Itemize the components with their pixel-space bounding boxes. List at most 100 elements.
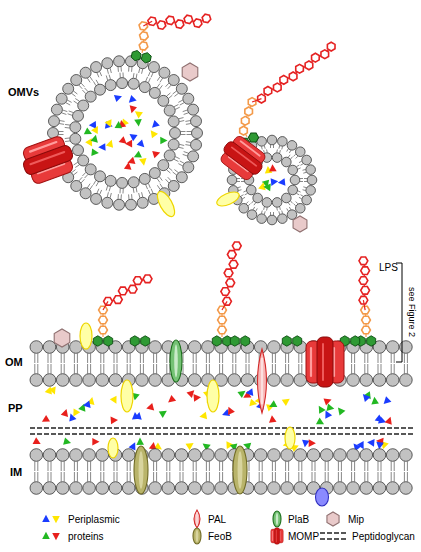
lipid-head xyxy=(334,482,347,495)
lipid-tail xyxy=(275,353,276,363)
periplasmic-protein xyxy=(159,408,169,418)
lipid-tail xyxy=(127,472,128,482)
lipid-tail xyxy=(341,461,342,471)
peptidoglycan-strand xyxy=(30,427,414,428)
lipid-tail xyxy=(184,152,189,154)
periplasmic-protein xyxy=(90,134,99,143)
lipid-head xyxy=(386,449,399,462)
lipid-tail xyxy=(298,168,301,169)
lipid-tail xyxy=(109,187,110,192)
periplasmic-protein xyxy=(49,386,59,396)
periplasmic-protein xyxy=(40,415,50,425)
lipid-head xyxy=(360,374,373,387)
lipid-a xyxy=(141,336,150,346)
lipid-tail xyxy=(304,181,307,182)
lipid-tail xyxy=(183,364,184,374)
lipid-tail xyxy=(296,156,298,158)
pal-highlight xyxy=(196,513,198,526)
feob-protein xyxy=(233,446,247,494)
lps-molecule xyxy=(130,336,149,346)
mip-protein xyxy=(54,329,70,347)
periplasmic-protein xyxy=(63,437,72,446)
lipid-tail xyxy=(59,134,64,135)
lipid-tail xyxy=(300,195,303,197)
lipid-head xyxy=(85,164,96,175)
plab-highlight xyxy=(174,345,178,378)
lipid-tail xyxy=(61,364,62,374)
periplasmic-protein xyxy=(91,124,101,134)
lipid-tail xyxy=(157,178,160,182)
mip-protein xyxy=(182,63,198,81)
lipid-tail xyxy=(276,149,278,152)
lipid-tail xyxy=(128,194,129,199)
figure-reference: see Figure 2 xyxy=(407,287,417,337)
core-sugar xyxy=(99,326,108,334)
lipid-tail xyxy=(74,162,78,165)
lipid-head xyxy=(306,186,316,196)
lipoprotein xyxy=(207,380,219,412)
lipid-tail xyxy=(261,146,263,149)
lipid-tail xyxy=(185,144,190,146)
lipid-tail xyxy=(90,77,93,81)
lipid-a xyxy=(212,336,221,346)
lipid-tail xyxy=(114,472,115,482)
lipid-head xyxy=(400,374,413,387)
lps-molecule xyxy=(131,1,212,74)
lipid-tail xyxy=(407,364,408,374)
lipid-head xyxy=(83,482,96,495)
lipid-tail xyxy=(180,103,184,105)
lipid-head xyxy=(295,147,305,157)
periplasmic-protein xyxy=(199,412,207,421)
lipid-tail xyxy=(77,461,78,471)
lipid-tail xyxy=(288,155,290,158)
lipid-head xyxy=(30,374,43,387)
sugar-link xyxy=(252,97,261,103)
lps-label: LPS xyxy=(379,262,398,274)
lipid-tail xyxy=(288,461,289,471)
o-antigen-sugar xyxy=(262,85,273,96)
lipid-tail xyxy=(173,172,177,175)
lipid-head xyxy=(162,449,175,462)
lipid-tail xyxy=(273,145,274,148)
plab-highlight xyxy=(276,513,278,525)
lipid-tail xyxy=(232,364,233,374)
lipid-tail xyxy=(196,353,197,363)
lipid-tail xyxy=(246,202,248,204)
lipid-tail xyxy=(404,364,405,374)
lipid-tail xyxy=(74,461,75,471)
lipid-tail xyxy=(243,191,246,192)
lipid-tail xyxy=(139,68,140,73)
periplasmic-protein xyxy=(375,414,385,424)
lipid-tail xyxy=(34,461,35,471)
lipid-tail xyxy=(117,364,118,374)
lipid-tail xyxy=(110,68,111,73)
o-antigen-sugar xyxy=(361,287,370,295)
lipid-head xyxy=(281,374,294,387)
periplasmic-protein xyxy=(193,393,201,401)
sugar-link xyxy=(246,134,248,137)
periplasmic-protein xyxy=(115,121,123,128)
peptidoglycan-sample xyxy=(320,538,347,539)
lipid-tail xyxy=(183,110,188,112)
lipid-head xyxy=(176,172,187,183)
lipid-head xyxy=(257,214,267,224)
lipid-tail xyxy=(278,146,280,149)
lipid-tail xyxy=(174,159,178,161)
legend-text: PlaB xyxy=(288,511,309,528)
peptidoglycan-sample xyxy=(320,532,347,533)
lipid-tail xyxy=(245,193,248,194)
lipid-head xyxy=(70,122,81,133)
lps-molecule xyxy=(230,336,249,346)
periplasmic-protein xyxy=(371,396,379,404)
lipid-tail xyxy=(68,114,73,116)
lipid-head xyxy=(254,482,267,495)
lipid-tail xyxy=(93,180,96,184)
core-sugar xyxy=(139,31,149,40)
lipid-head xyxy=(267,215,277,225)
lipid-head xyxy=(122,482,135,495)
lipid-tail xyxy=(169,472,170,482)
sugar-link xyxy=(143,20,152,28)
lipid-tail xyxy=(178,164,182,166)
o-antigen-sugar xyxy=(359,257,368,265)
